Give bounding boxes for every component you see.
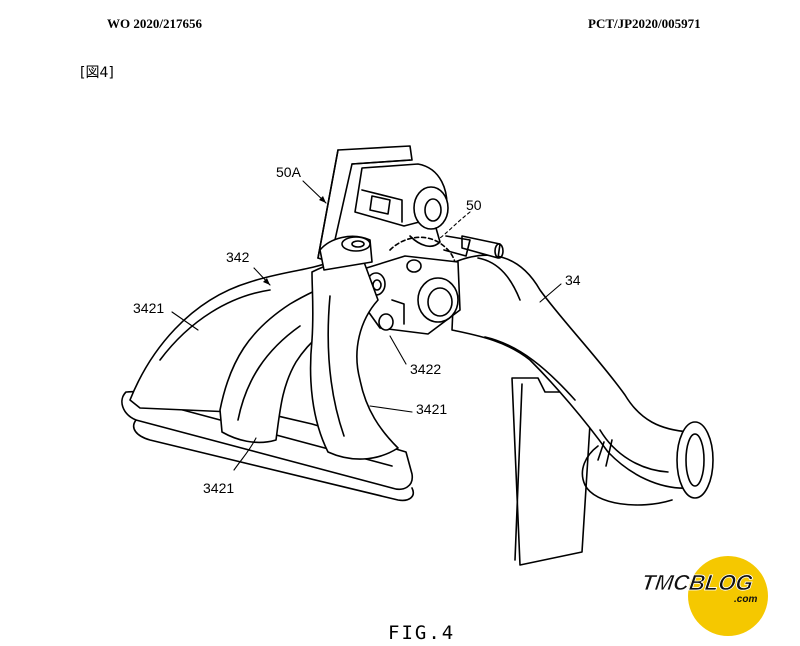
label-50A: 50A (276, 164, 302, 180)
label-3422: 3422 (410, 361, 441, 377)
label-34: 34 (565, 272, 581, 288)
label-3421-bottom: 3421 (203, 480, 234, 496)
figure-caption: FIG.4 (388, 622, 455, 644)
label-3421-left: 3421 (133, 300, 164, 316)
tmcblog-logo: TMCBLOG .com (644, 538, 784, 638)
label-3421-right: 3421 (416, 401, 447, 417)
logo-brand: TMCBLOG (644, 570, 755, 595)
exhaust-pipe (452, 255, 713, 505)
leader-3422 (390, 336, 406, 364)
label-342: 342 (226, 249, 250, 265)
logo-domain: .com (734, 594, 757, 605)
leader-3421-right (370, 406, 412, 412)
label-50: 50 (466, 197, 482, 213)
